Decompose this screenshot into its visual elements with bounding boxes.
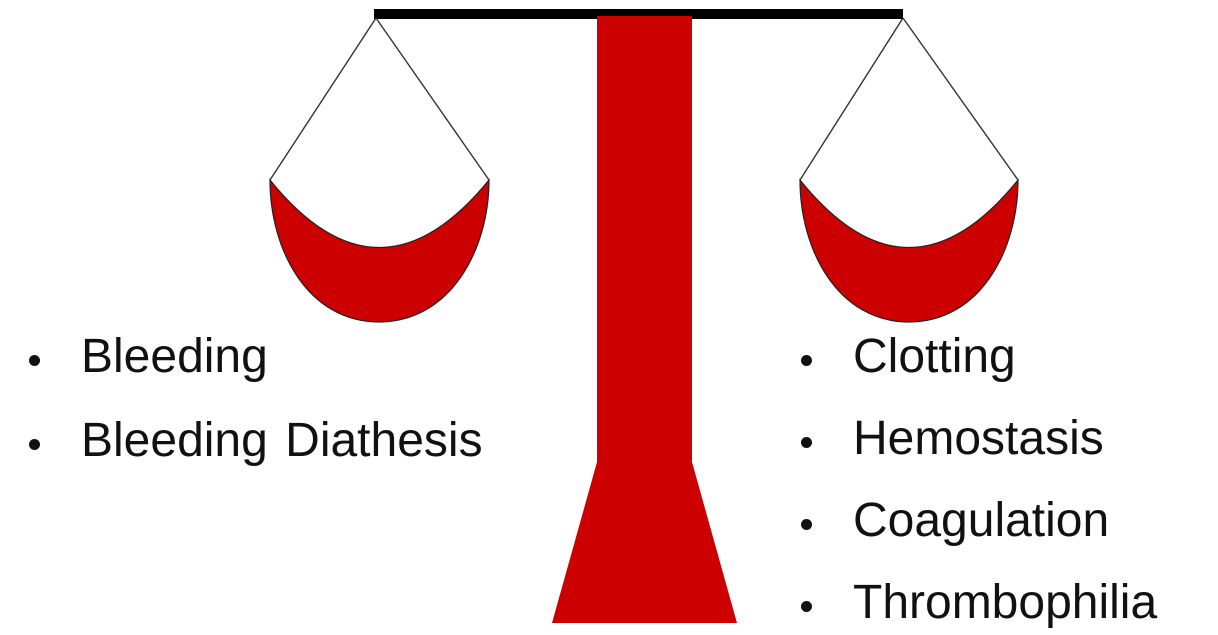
right-bullet-list: Clotting Hemostasis Coagulation Thrombop… <box>795 333 1157 635</box>
left-scale-pan <box>270 180 489 322</box>
right-scale-pan <box>800 180 1018 322</box>
right-item-coagulation: Coagulation <box>795 497 1157 579</box>
left-pan-string-right <box>376 18 489 180</box>
right-pan-string-left <box>800 18 903 180</box>
left-item-bleeding: Bleeding <box>23 333 483 417</box>
right-item-thrombophilia: Thrombophilia <box>795 579 1157 635</box>
left-item-bleeding-diathesis: Bleeding Diathesis <box>23 417 483 501</box>
right-item-clotting: Clotting <box>795 333 1157 415</box>
left-bullet-list: Bleeding Bleeding Diathesis <box>23 333 483 501</box>
scale-post <box>552 16 737 623</box>
left-pan-string-left <box>270 18 376 180</box>
right-item-hemostasis: Hemostasis <box>795 415 1157 497</box>
right-pan-string-right <box>903 18 1018 180</box>
